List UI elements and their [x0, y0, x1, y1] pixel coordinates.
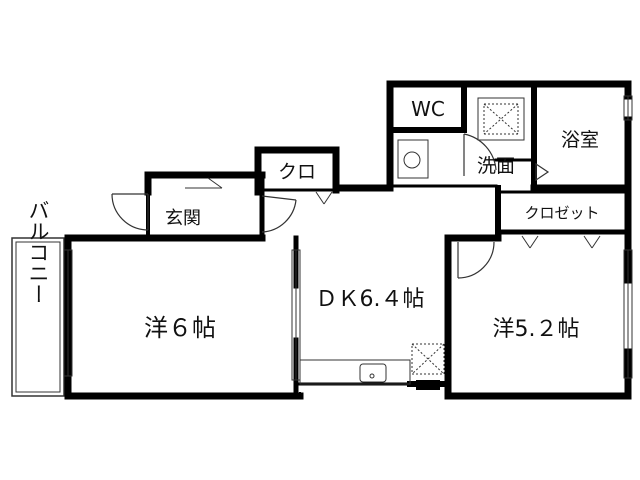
label-dk: ＤＫ6.４帖 — [316, 287, 425, 312]
walls — [64, 80, 632, 400]
label-closet-small: クロ — [278, 161, 316, 183]
label-balcony: バルコニー — [26, 200, 50, 305]
label-wc: WC — [411, 97, 445, 121]
fixtures — [299, 97, 525, 385]
label-western-6: 洋６帖 — [144, 314, 216, 342]
label-entrance: 玄関 — [165, 208, 201, 229]
doors — [111, 133, 550, 279]
room-labels: 洋６帖 ＤＫ6.４帖 洋5.２帖 玄関 クロ クロゼット WC 洗面 浴室 バル… — [26, 97, 600, 342]
label-western-5-2: 洋5.２帖 — [493, 317, 580, 342]
label-bath: 浴室 — [561, 129, 599, 151]
closet-doors — [185, 177, 601, 249]
windows — [63, 95, 633, 381]
label-closet: クロゼット — [524, 204, 599, 222]
label-washroom: 洗面 — [477, 155, 515, 177]
